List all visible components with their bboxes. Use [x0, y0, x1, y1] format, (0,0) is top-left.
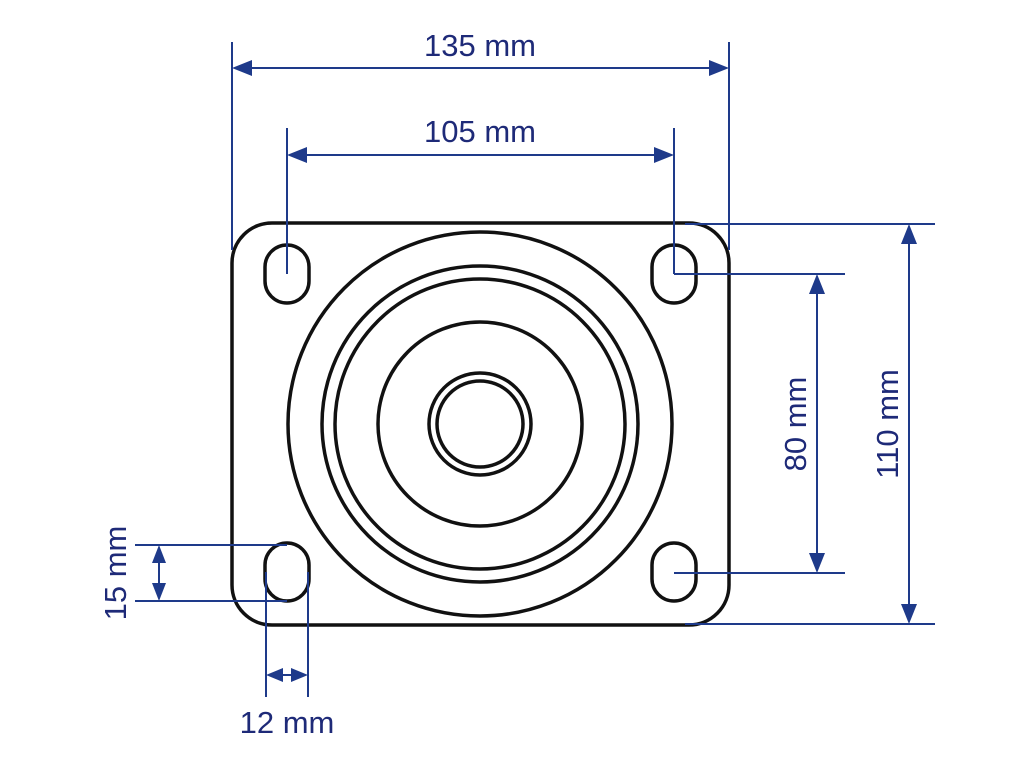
dimension-slot-length: 15 mm	[98, 526, 287, 621]
slot-length-label: 15 mm	[98, 526, 133, 621]
raceway-ring-inner	[333, 277, 627, 571]
dimension-overall-height: 110 mm	[685, 223, 935, 625]
overall-width-label: 135 mm	[424, 28, 536, 63]
dimension-overall-width: 135 mm	[231, 28, 730, 250]
mounting-plate	[230, 221, 731, 627]
dimension-hole-spacing-height: 80 mm	[674, 273, 845, 574]
overall-height-label: 110 mm	[870, 369, 905, 479]
center-bore-inner	[435, 379, 525, 469]
hole-spacing-height-label: 80 mm	[778, 377, 813, 472]
raceway-ring-outer	[320, 264, 640, 584]
slot-width-label: 12 mm	[240, 705, 335, 740]
dimension-slot-width: 12 mm	[240, 572, 335, 740]
plate-outline	[230, 221, 731, 627]
hole-spacing-width-label: 105 mm	[424, 114, 536, 149]
dimension-hole-spacing-width: 105 mm	[286, 114, 675, 274]
hub-ring	[376, 320, 584, 528]
outer-ring	[286, 230, 674, 618]
center-bore-outer	[427, 371, 533, 477]
slot-hole-bottom-left	[263, 541, 311, 603]
